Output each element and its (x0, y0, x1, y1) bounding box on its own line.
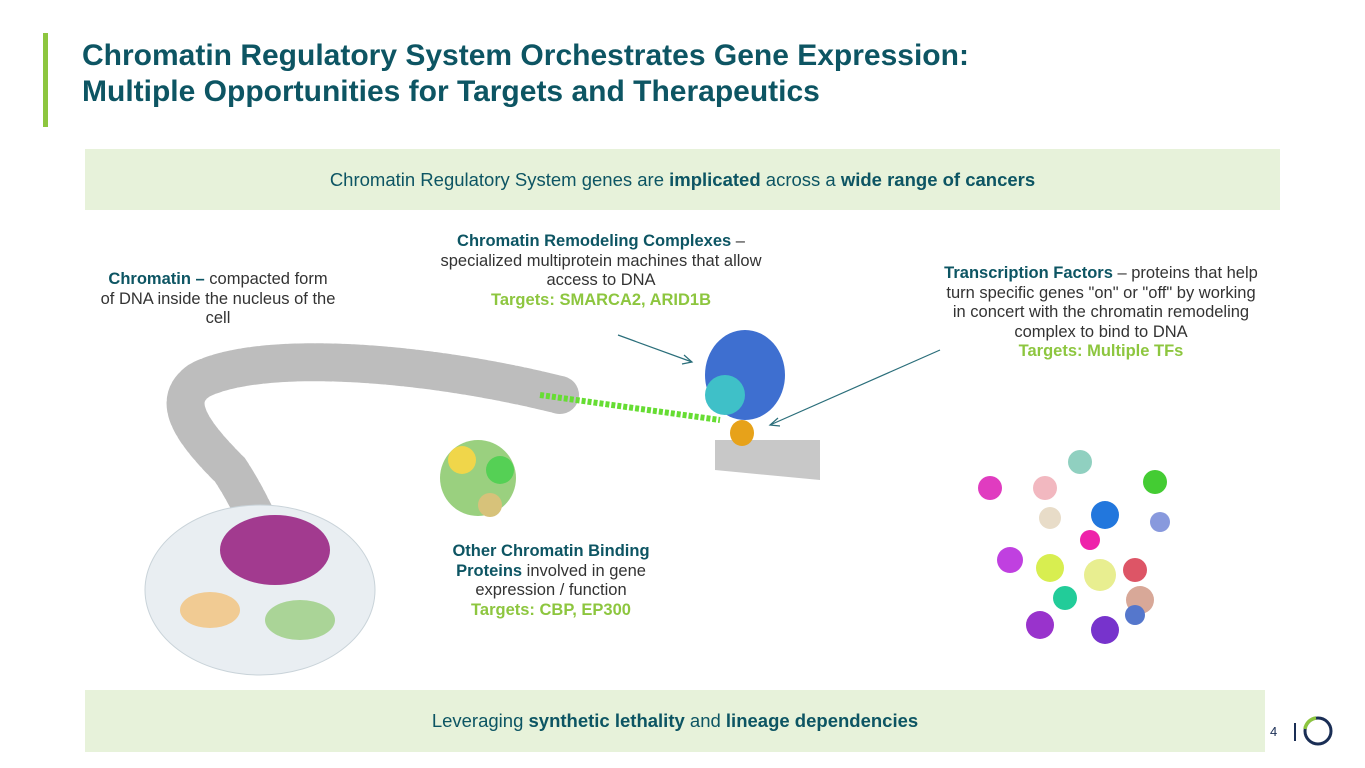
page-title: Chromatin Regulatory System Orchestrates… (82, 38, 1232, 110)
chromatin-label: Chromatin – compacted form of DNA inside… (100, 270, 336, 327)
bottom-banner: Leveraging synthetic lethality and linea… (85, 690, 1265, 752)
title-accent-bar (43, 33, 48, 127)
binding-targets: Targets: CBP, EP300 (471, 600, 631, 619)
title-line-2: Multiple Opportunities for Targets and T… (82, 75, 820, 108)
tf-arrow (769, 349, 941, 426)
binding-label: Other Chromatin Binding Proteins involve… (420, 542, 682, 620)
tf-label: Transcription Factors – proteins that he… (940, 264, 1262, 362)
tf-targets: Targets: Multiple TFs (1018, 342, 1184, 360)
remodeling-label: Chromatin Remodeling Complexes – special… (415, 232, 787, 310)
cell-diagram-image (144, 504, 376, 676)
page-number: 4 (1270, 724, 1278, 739)
transcription-factors-image (978, 450, 1170, 644)
binding-protein-image (440, 440, 516, 517)
remodeling-targets: Targets: SMARCA2, ARID1B (490, 290, 712, 309)
title-line-1: Chromatin Regulatory System Orchestrates… (82, 39, 969, 72)
page-divider (1294, 723, 1296, 741)
company-logo (1303, 716, 1333, 746)
remodeling-complex-image (705, 330, 785, 446)
top-banner: Chromatin Regulatory System genes are im… (85, 149, 1280, 210)
remodeling-arrow (617, 334, 693, 363)
